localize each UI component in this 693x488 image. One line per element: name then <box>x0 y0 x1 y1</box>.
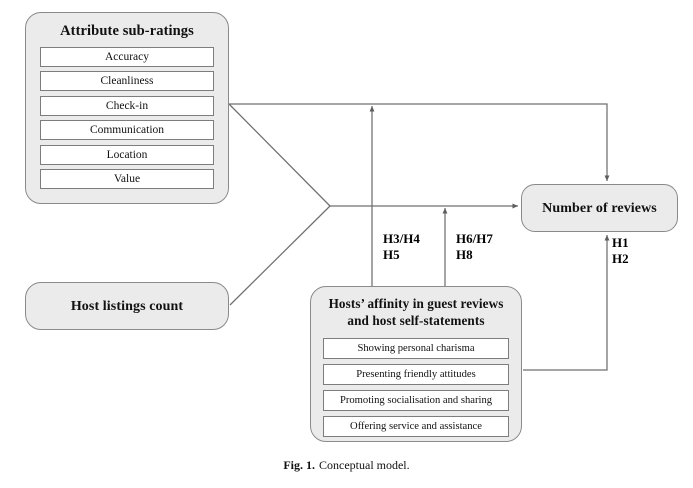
hypothesis-label-h1-h2: H1 H2 <box>612 235 629 266</box>
attribute-subratings-title: Attribute sub-ratings <box>60 23 194 39</box>
number-of-reviews-title: Number of reviews <box>542 201 657 216</box>
list-item: Accuracy <box>40 47 214 67</box>
hosts-affinity-title: Hosts’ affinity in guest reviews and hos… <box>328 296 504 328</box>
hypothesis-label-h3-h4-h5: H3/H4 H5 <box>383 231 420 262</box>
figure-caption: Fig. 1. Conceptual model. <box>0 458 693 473</box>
wire-attributes-to-reviews-top <box>229 103 610 181</box>
list-item: Showing personal charisma <box>323 338 509 359</box>
hosts-affinity-list: Showing personal charisma Presenting fri… <box>323 338 509 437</box>
figure-caption-text: Conceptual model. <box>319 458 410 472</box>
list-item: Location <box>40 144 214 165</box>
list-item: Presenting friendly attitudes <box>323 364 509 385</box>
list-item: Offering service and assistance <box>323 416 509 437</box>
list-item: Value <box>40 168 214 189</box>
list-item: Cleanliness <box>40 71 214 92</box>
node-attribute-subratings: Attribute sub-ratings Accuracy Cleanline… <box>25 12 229 204</box>
node-hosts-affinity: Hosts’ affinity in guest reviews and hos… <box>310 286 522 442</box>
list-item: Check-in <box>40 95 214 116</box>
node-host-listings-count: Host listings count <box>25 282 229 330</box>
list-item: Communication <box>40 120 214 141</box>
list-item: Promoting socialisation and sharing <box>323 390 509 411</box>
figure-caption-number: Fig. 1. <box>283 458 315 472</box>
node-number-of-reviews: Number of reviews <box>521 184 678 232</box>
attribute-subratings-list: Accuracy Cleanliness Check-in Communicat… <box>40 47 214 189</box>
wire-attributes-to-junction <box>228 103 331 207</box>
wire-affinity-to-reviews-direct <box>523 235 610 371</box>
hypothesis-label-h6-h7-h8: H6/H7 H8 <box>456 231 493 262</box>
host-listings-count-title: Host listings count <box>70 299 184 314</box>
